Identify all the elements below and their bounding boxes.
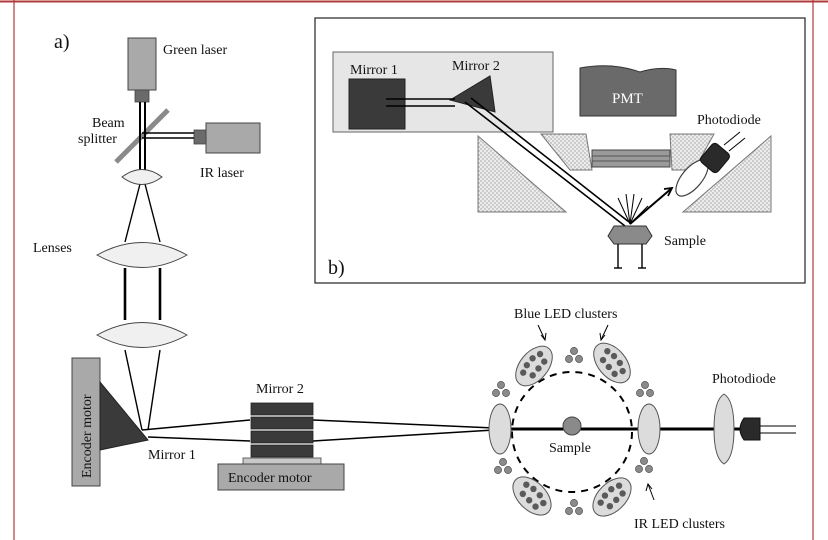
ir-led-arrow [645, 482, 655, 501]
beam-splitter [114, 108, 170, 164]
mirror-1-label: Mirror 1 [148, 448, 196, 463]
photodiode-a [739, 417, 761, 441]
panel-b-pmt [579, 65, 677, 117]
blue-led-cluster-top-left [507, 338, 561, 394]
lenses-label: Lenses [33, 241, 72, 256]
encoder-motor-horizontal [217, 463, 345, 491]
green-laser-label: Green laser [163, 43, 227, 58]
blue-led-cluster-bottom-left [505, 469, 559, 523]
beam-to-sample [141, 419, 796, 442]
panel-b-label: b) [328, 257, 345, 279]
green-laser [127, 37, 157, 103]
panel-b-photodiode [699, 131, 746, 174]
blue-led-cluster-top-right [585, 335, 639, 391]
panel-b-mirror-1 [348, 78, 406, 130]
mirror-2-label: Mirror 2 [256, 382, 304, 397]
mirror-1-prism [99, 380, 149, 451]
ir-laser [193, 122, 261, 154]
panel-b-mirror-2 [448, 75, 496, 113]
blue-led-arrows [537, 324, 609, 342]
ir-led-cluster-upper-left [492, 381, 510, 397]
panel-a-label: a) [54, 31, 70, 53]
panel-b-light-guide [591, 149, 671, 168]
chamber-lens-left [488, 403, 512, 455]
panel-b-beam-path [386, 97, 674, 227]
ir-led-clusters-label: IR LED clusters [634, 517, 725, 532]
panel-b-hatched-block-left [477, 134, 568, 213]
beam-splitter-label-line2: splitter [78, 132, 117, 147]
laser-beam-path [123, 102, 194, 431]
photodiode-label-a: Photodiode [712, 372, 776, 387]
blue-led-cluster-bottom-right [585, 470, 639, 524]
ir-led-cluster-lower-left [494, 458, 512, 474]
panel-b-hatched-block-right [681, 134, 772, 213]
photodiode-lens-a [713, 393, 735, 465]
beam-splitter-label-line1: Beam [92, 116, 125, 131]
sample-chamber-dashed-circle [511, 371, 633, 493]
chamber-lens-right [637, 403, 661, 455]
ir-led-cluster-upper-right [636, 381, 654, 397]
sample-disc [562, 416, 582, 436]
blue-led-clusters-label: Blue LED clusters [514, 307, 617, 322]
lens-upper [95, 242, 189, 268]
ir-laser-label: IR laser [200, 166, 244, 181]
panel-b-sample [607, 193, 653, 269]
encoder-motor-vertical-label: Encoder motor [80, 394, 95, 478]
panel-b-sample-label: Sample [664, 234, 706, 249]
sample-label-a: Sample [549, 441, 591, 456]
mirror-2 [250, 402, 314, 458]
ir-led-cluster-lower-right [635, 457, 653, 473]
small-lens [121, 169, 163, 185]
panel-b-photodiode-label: Photodiode [697, 113, 761, 128]
encoder-motor-horizontal-base [242, 457, 322, 465]
panel-b-hatched-housing-left [539, 133, 593, 171]
encoder-motor-horizontal-label: Encoder motor [228, 471, 312, 486]
ir-led-cluster-bottom [565, 499, 583, 515]
lens-lower [95, 322, 189, 348]
ir-led-cluster-top [565, 347, 583, 363]
panel-b-pmt-label: PMT [612, 91, 643, 107]
panel-b-mirror-2-label: Mirror 2 [452, 59, 500, 74]
panel-b-mirror-1-label: Mirror 1 [350, 63, 398, 78]
